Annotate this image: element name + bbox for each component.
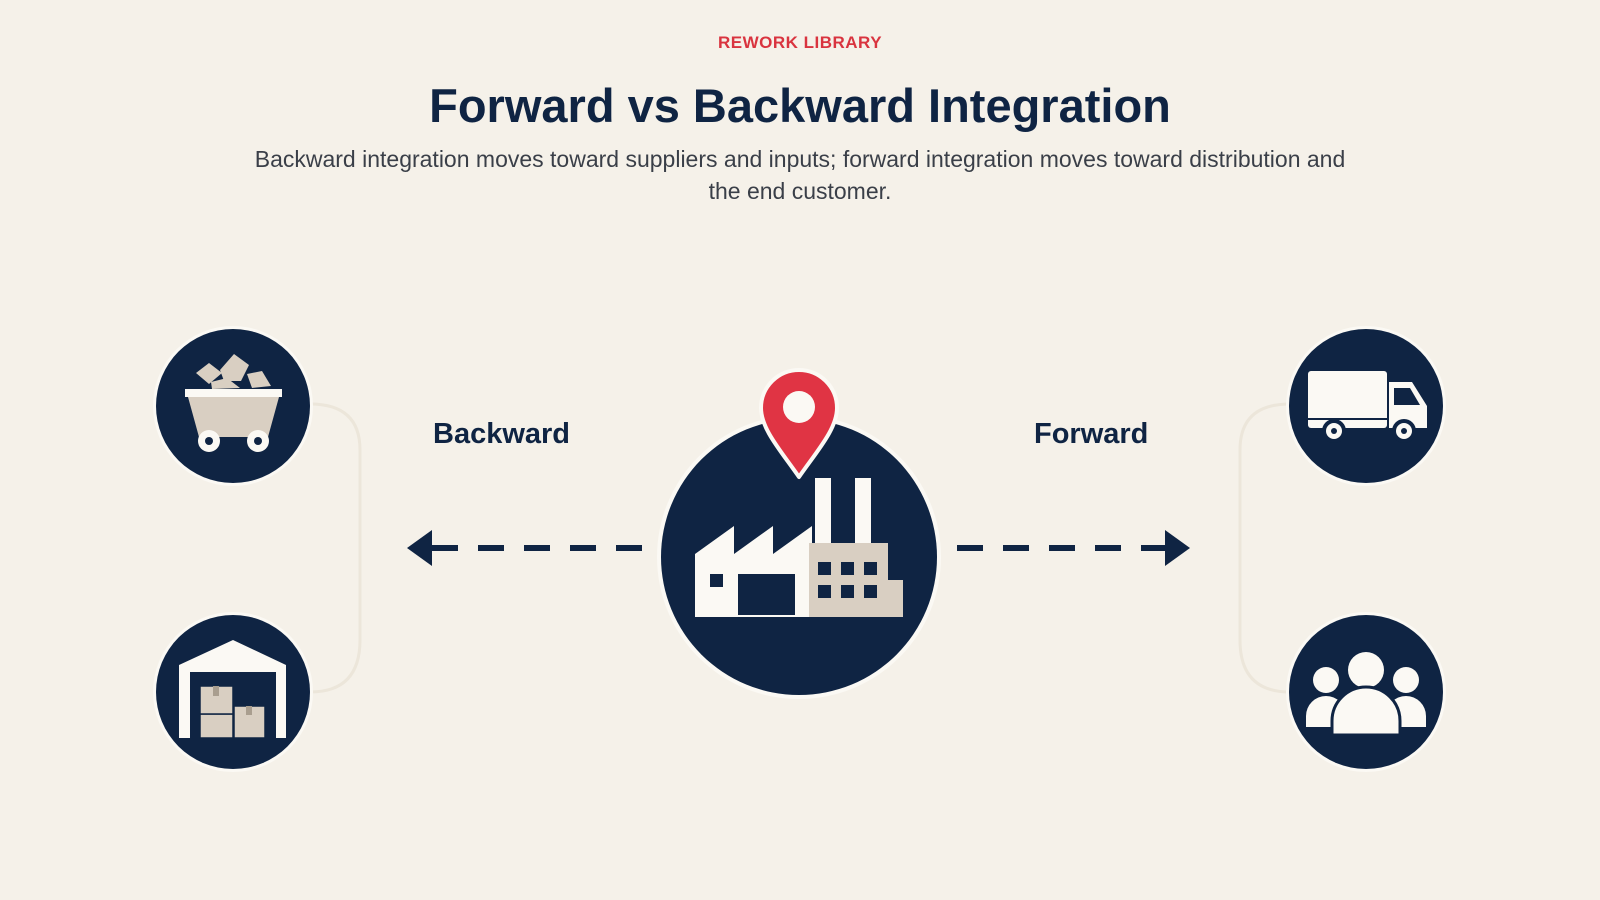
forward-arrow [957,530,1190,566]
warehouse-icon [153,612,313,772]
page-title: Forward vs Backward Integration [429,79,1171,132]
customers-icon [1286,612,1446,772]
left-bracket [309,402,362,694]
right-bracket [1238,402,1291,694]
eyebrow-label: REWORK LIBRARY [717,33,883,52]
mine-cart-icon [153,326,313,486]
forward-label: Forward [1034,418,1149,450]
backward-label: Backward [433,418,571,450]
truck-icon [1286,326,1446,486]
page-subtitle: Backward integration moves toward suppli… [254,146,1346,204]
backward-arrow [407,530,642,566]
location-pin-icon [759,368,839,479]
factory-icon [657,415,941,699]
